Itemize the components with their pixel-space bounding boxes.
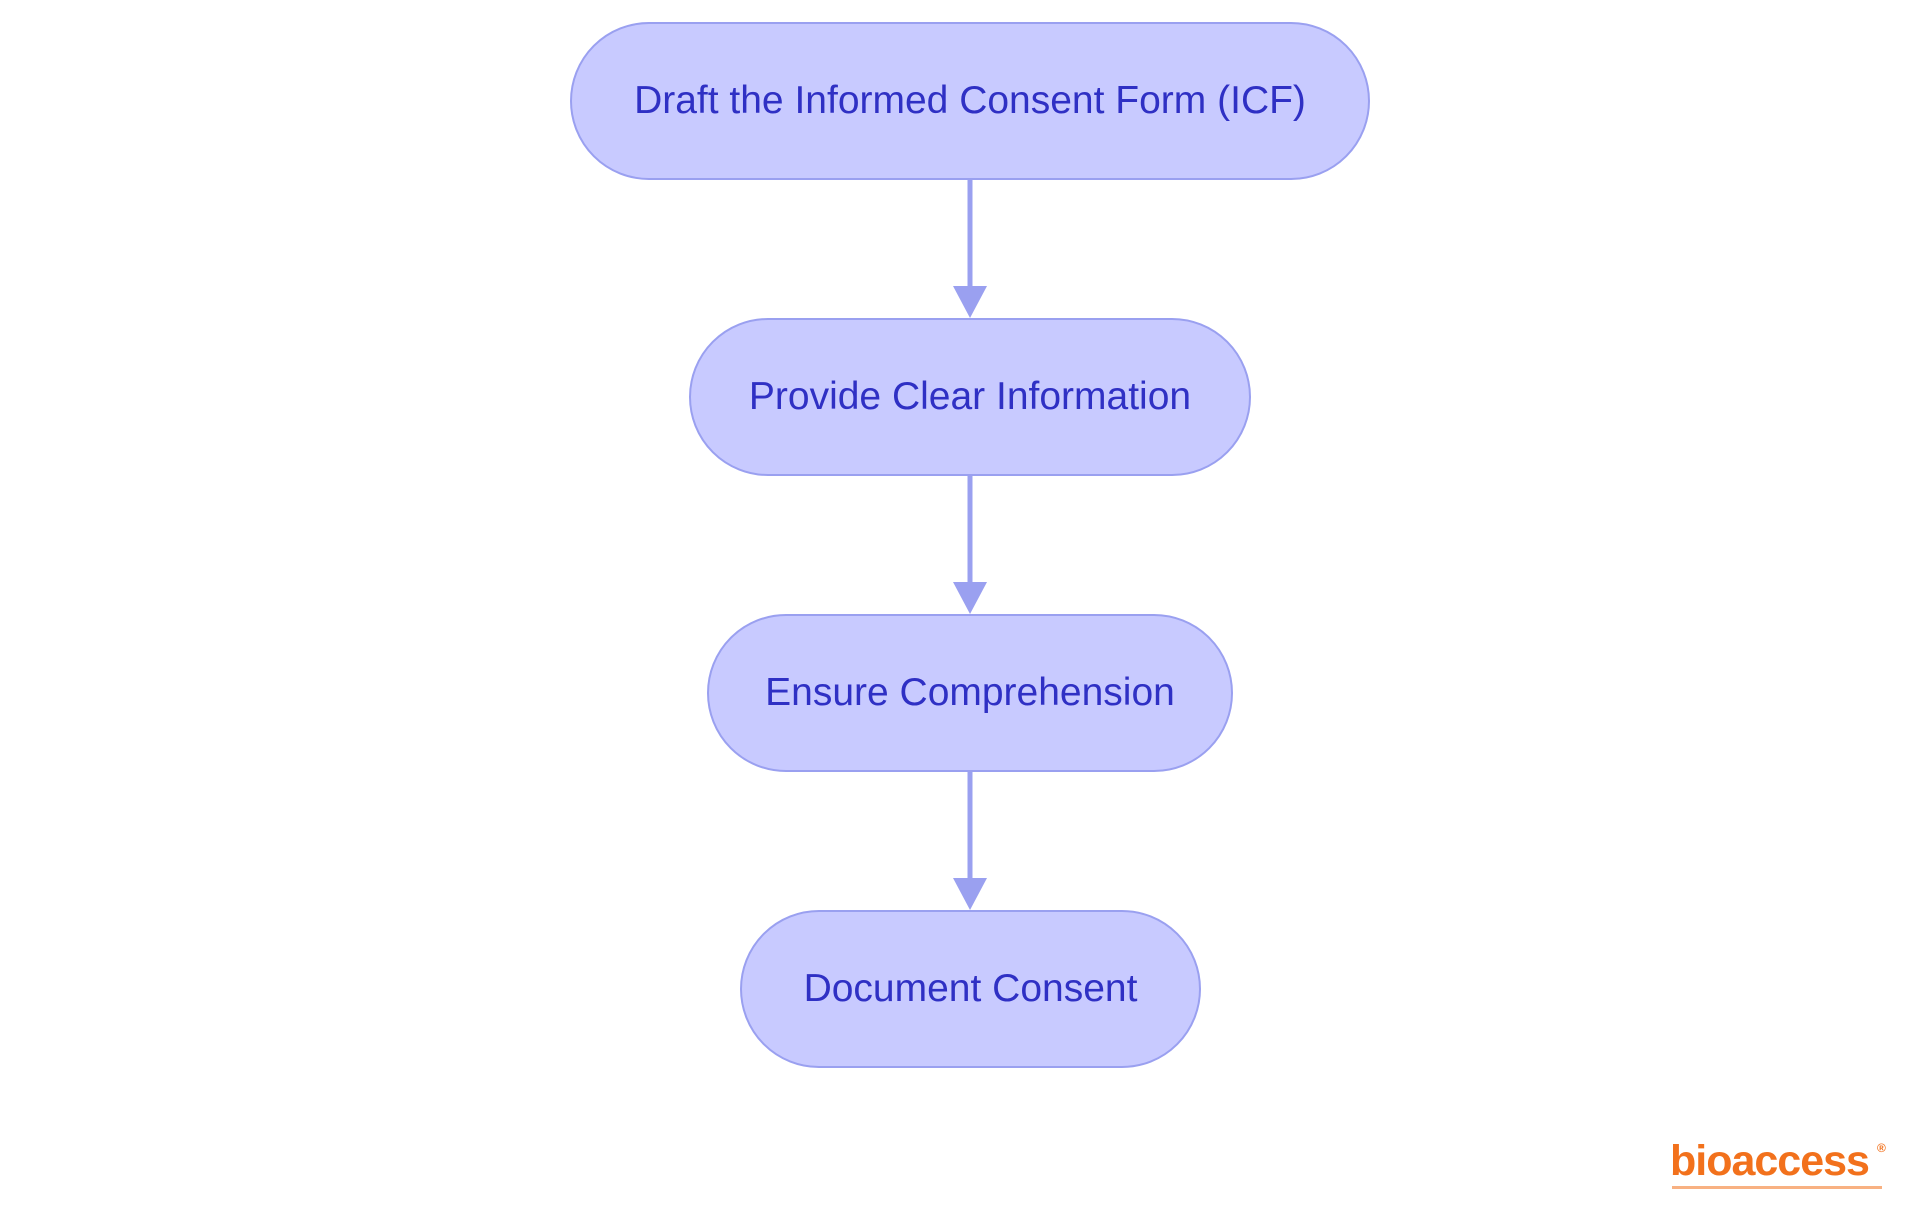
logo-wordmark: bioaccess <box>1670 1137 1870 1185</box>
edge-draft-to-provide <box>953 180 987 318</box>
node-label: Draft the Informed Consent Form (ICF) <box>634 79 1306 122</box>
logo-tagline-graphic <box>1672 1186 1882 1189</box>
bioaccess-logo: bioaccess ® <box>1670 1138 1890 1196</box>
node-label: Document Consent <box>803 967 1138 1010</box>
node-provide-clear-information: Provide Clear Information <box>689 318 1251 476</box>
node-document-consent: Document Consent <box>740 910 1201 1068</box>
node-label: Provide Clear Information <box>748 375 1192 418</box>
edge-ensure-to-document <box>953 772 987 910</box>
node-ensure-comprehension: Ensure Comprehension <box>707 614 1233 772</box>
node-label: Ensure Comprehension <box>765 671 1175 714</box>
node-draft-informed-consent-form: Draft the Informed Consent Form (ICF) <box>570 22 1370 180</box>
edge-provide-to-ensure <box>953 476 987 614</box>
registered-mark-icon: ® <box>1877 1141 1886 1155</box>
